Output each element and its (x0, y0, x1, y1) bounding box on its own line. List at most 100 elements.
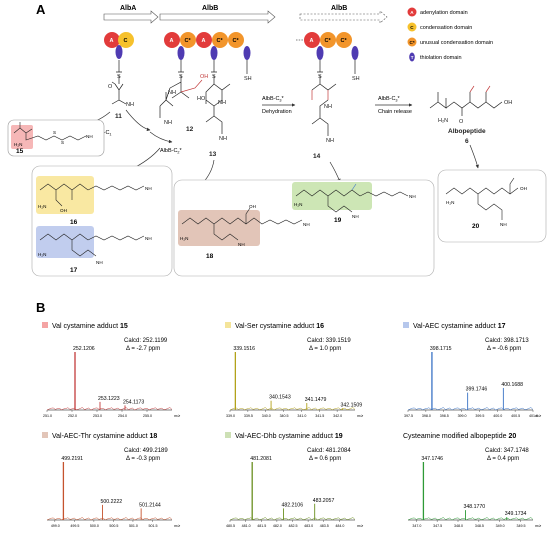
x-tick-label: 481.0 (242, 524, 251, 528)
x-tick-label: 480.5 (226, 524, 235, 528)
spectrum-swatch (42, 322, 48, 328)
x-tick-label: 500.5 (109, 524, 118, 528)
module-label-albb-2: AlbB (331, 5, 347, 12)
compound-label-19: 19 (334, 217, 342, 224)
compound-label-17: 17 (70, 267, 78, 274)
albopeptide-structure: H₂N O OH Albopeptide 6 (429, 85, 512, 145)
unusual-condensation-domain (228, 32, 244, 48)
atom-nh2: NH (500, 222, 507, 227)
arrow-label-albb-c3-dehyd: AlbB-C3* (262, 96, 285, 103)
spectrum-17: Val-AEC cystamine adduct 17 398.1715 399.1… (403, 322, 541, 418)
atom-s: S (117, 74, 121, 80)
x-tick-label: 349.0 (496, 524, 505, 528)
legend-swatch-condensation (407, 22, 417, 32)
legend-letter-thiolation: T (411, 55, 414, 60)
spectrum-title: Val-AEC cystamine adduct 17 (413, 323, 506, 330)
ms-spectra: Val cystamine adduct 15252.1206253.12232… (42, 322, 541, 528)
atom-nh: NH (324, 104, 332, 110)
domain-letter-a: A (110, 38, 114, 44)
x-tick-label: 482.5 (289, 524, 298, 528)
atom-h2n: H₂N (38, 252, 46, 257)
delta-value: Δ = 1.0 ppm (309, 346, 341, 352)
x-unit-label: m/z (174, 414, 180, 418)
x-tick-label: 499.5 (70, 524, 79, 528)
thiolation-domain (210, 46, 218, 60)
x-unit-label: m/z (357, 414, 363, 418)
peak-label: 482.2106 (281, 502, 303, 508)
x-tick-label: 401.0 (529, 414, 538, 418)
panel-b-label: B (36, 300, 45, 315)
compound-label-16: 16 (70, 219, 78, 226)
legend-text-adenylation: adenylation domain (420, 10, 468, 16)
atom-s: S (212, 74, 216, 80)
noise-trace (229, 407, 356, 411)
arrow-label-albb-c2: AlbB-C2* (160, 148, 183, 155)
intermediate-13: S HO NH NH 13 SH (197, 60, 252, 158)
domain-letter-cstar: C* (233, 38, 240, 44)
adenylation-domain (196, 32, 212, 48)
legend-text-thiolation: thiolation domain (420, 55, 462, 61)
x-tick-label: 399.0 (458, 414, 467, 418)
condensation-domain (118, 32, 134, 48)
atom-s: S (318, 74, 322, 80)
x-tick-label: 251.0 (43, 414, 52, 418)
atom-h2n: H₂N (294, 202, 302, 207)
spectrum-20: Cysteamine modified albopeptide 20347.17… (403, 433, 541, 528)
x-tick-label: 348.5 (475, 524, 484, 528)
domain-cluster-2: A C* A C* C* (164, 32, 251, 60)
x-tick-label: 347.0 (412, 524, 421, 528)
adduct-box-20: H₂N OH NH 20 (437, 169, 547, 243)
product-number: 6 (465, 138, 469, 145)
calcd-value: Calcd: 339.1519 (307, 338, 351, 344)
noise-trace (407, 517, 534, 521)
x-tick-label: 341.0 (297, 414, 306, 418)
spectrum-title: Cysteamine modified albopeptide 20 (403, 433, 516, 440)
atom-nh: NH (168, 90, 176, 96)
x-tick-label: 400.0 (493, 414, 502, 418)
domain-cluster-1: A C (104, 32, 134, 59)
atom-oh: OH (504, 100, 512, 106)
peak-label: 398.1715 (430, 346, 452, 352)
noise-trace (46, 407, 173, 411)
peak-label: 481.2081 (250, 456, 272, 462)
peak-label: 499.2191 (61, 456, 83, 462)
peak-label: 399.1746 (466, 387, 488, 393)
x-tick-label: 500.0 (90, 524, 99, 528)
peak-label: 340.1543 (269, 395, 291, 401)
panel-a-label: A (36, 2, 46, 17)
legend-letter-unusual-condensation: C* (410, 40, 415, 45)
thiolation-domain (351, 46, 359, 60)
x-tick-label: 341.5 (315, 414, 324, 418)
atom-nh2: NH (219, 136, 227, 142)
x-unit-label: m/z (357, 524, 363, 528)
atom-nh2: NH (145, 186, 152, 191)
x-tick-label: 254.0 (118, 414, 127, 418)
atom-o: O (108, 84, 113, 90)
atom-s: S (61, 140, 64, 145)
atom-oh: OH (520, 186, 527, 191)
module-arrow-albb-2: AlbB (299, 5, 388, 24)
calcd-value: Calcd: 252.1199 (124, 338, 168, 344)
spectrum-swatch (225, 322, 231, 328)
atom-oh: OH (249, 204, 256, 209)
legend-letter-condensation: C (410, 25, 414, 30)
intermediate-12: S OH NH NH 12 (159, 60, 208, 133)
x-tick-label: 399.5 (475, 414, 484, 418)
x-unit-label: m/z (535, 414, 541, 418)
peak-label: 339.1516 (233, 346, 255, 352)
peak-label: 254.1173 (123, 399, 144, 405)
peak-label: 341.1479 (305, 397, 327, 403)
atom-sh: SH (352, 76, 360, 82)
delta-value: Δ = -0.6 ppm (487, 346, 521, 352)
atom-nh2: NH (409, 194, 416, 199)
peak-label: 348.1770 (464, 504, 486, 510)
adenylation-domain (304, 32, 320, 48)
compound-label-11: 11 (115, 113, 122, 120)
compound-label-14: 14 (313, 153, 321, 160)
x-tick-label: 397.5 (404, 414, 413, 418)
spectrum-title-number: 20 (508, 433, 516, 440)
delta-value: Δ = 0.4 ppm (487, 456, 519, 462)
compound-label-18: 18 (206, 253, 214, 260)
x-tick-label: 255.0 (143, 414, 152, 418)
